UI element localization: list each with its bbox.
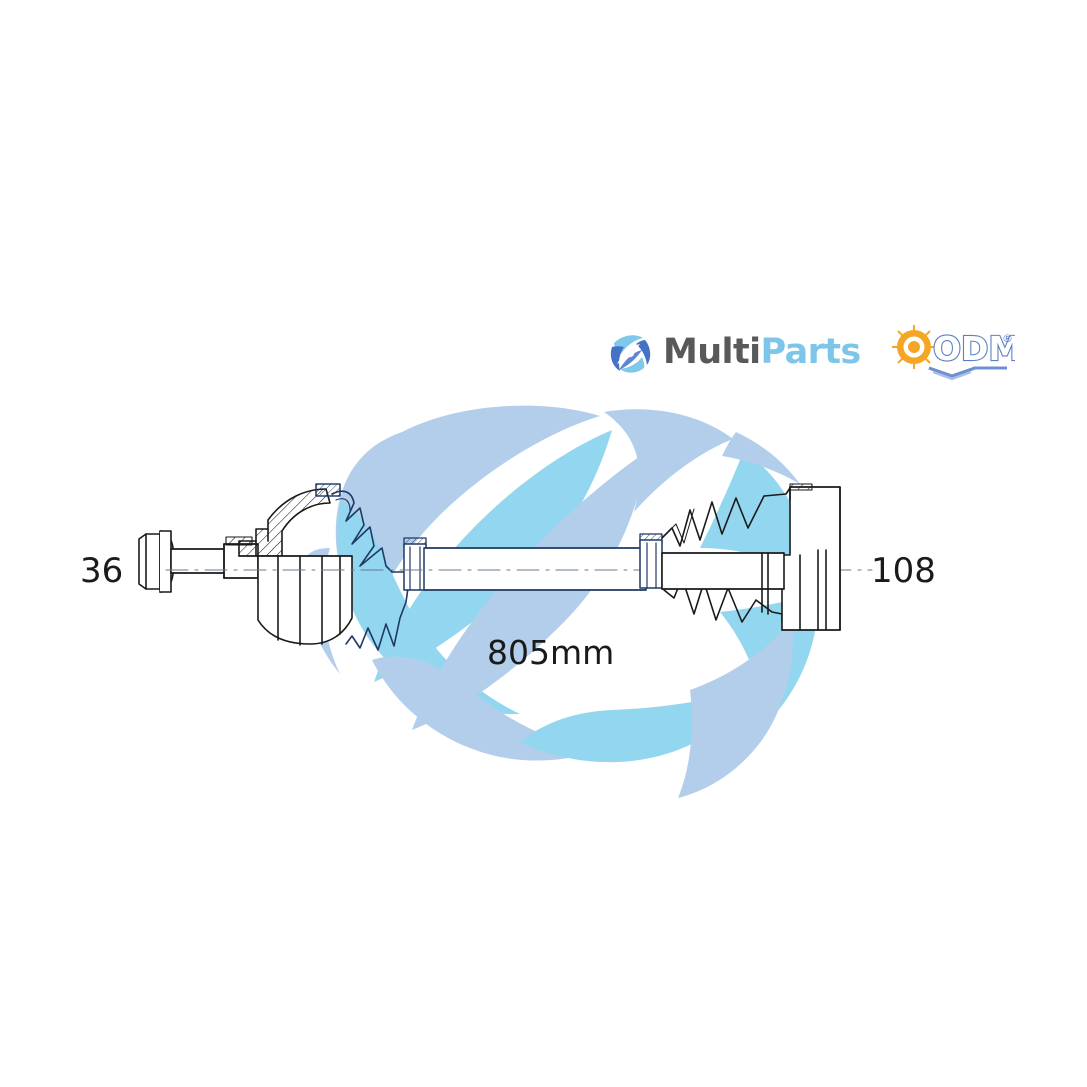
outer-cv-joint-housing (781, 483, 841, 631)
bolt-washer-flange (159, 530, 175, 593)
hex-bolt-head (138, 533, 161, 590)
odm-wordmark: ODM (932, 328, 1015, 369)
brand-bar: MultiParts (604, 316, 1015, 388)
intermediate-shaft (423, 547, 647, 591)
odm-open-book-icon (928, 366, 1007, 381)
inner-boot-clamp-large (315, 483, 341, 497)
odm-logo: ODM ® (889, 322, 1015, 384)
odm-wordmark-text: ODM (933, 329, 1015, 368)
left-spline-count-label: 36 (80, 551, 124, 591)
outer-boot-clamp-small (639, 533, 663, 589)
multiparts-word-multi: Multi (663, 331, 761, 372)
multiparts-word-parts: Parts (760, 331, 861, 372)
inner-rubber-boot (331, 490, 409, 651)
multiparts-wordmark: MultiParts (663, 331, 861, 372)
multiparts-logo: MultiParts (604, 322, 861, 382)
odm-gear-icon (891, 325, 936, 369)
inner-cv-joint-housing (238, 488, 353, 646)
inner-boot-clamp-small (403, 537, 427, 591)
multiparts-globe-swirl-icon (610, 335, 651, 373)
overall-length-label: 805mm (487, 633, 615, 672)
outer-splined-stub (661, 552, 785, 615)
right-spline-count-label: 108 (871, 551, 936, 591)
odm-logo-graphic: ODM ® (891, 325, 1015, 381)
odm-registered-mark: ® (1002, 332, 1013, 345)
